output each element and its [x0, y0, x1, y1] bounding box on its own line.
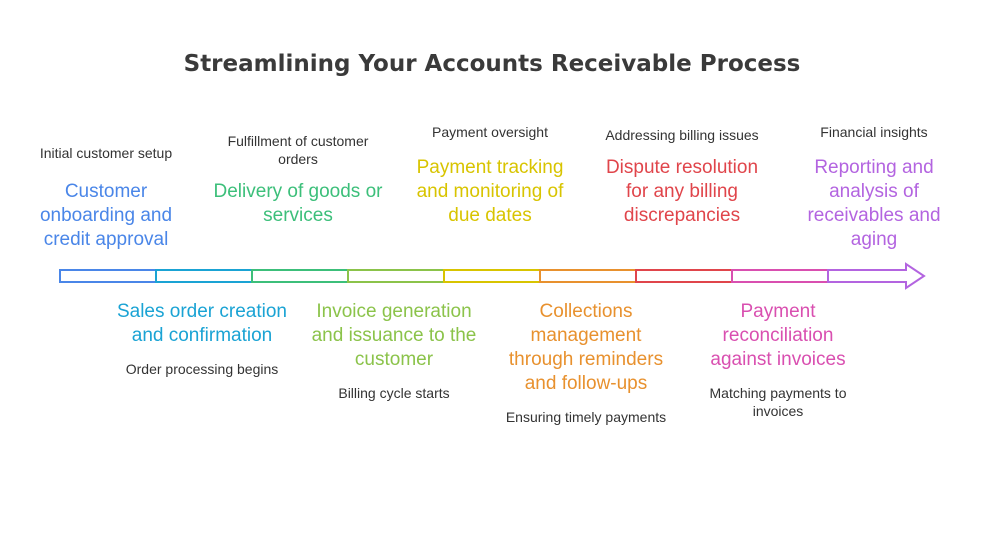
- step-5-top: Payment oversight: [402, 113, 578, 141]
- step-1-top: Initial customer setup: [18, 113, 194, 162]
- timeline-arrowhead: [827, 262, 926, 290]
- step-6-subtitle: Ensuring timely payments: [505, 409, 667, 425]
- timeline-segment-8: [731, 269, 829, 283]
- timeline-segment-3: [251, 269, 349, 283]
- step-9-title: Reporting and analysis of receivables an…: [807, 157, 941, 250]
- step-9-label: Reporting and analysis of receivables an…: [786, 156, 962, 252]
- step-7-subtitle: Addressing billing issues: [605, 127, 759, 143]
- step-3-top: Fulfillment of customer orders: [210, 113, 386, 168]
- step-3-label: Delivery of goods or services: [210, 180, 386, 228]
- step-2-title: Sales order creation and confirmation: [116, 301, 288, 346]
- step-5-title: Payment tracking and monitoring of due d…: [416, 157, 564, 226]
- step-6: Collections management through reminders…: [498, 300, 674, 426]
- step-9-subtitle: Financial insights: [820, 124, 928, 140]
- step-9-top: Financial insights: [786, 113, 962, 141]
- step-4-title: Invoice generation and issuance to the c…: [311, 301, 477, 370]
- step-7-label: Dispute resolution for any billing discr…: [594, 156, 770, 228]
- step-4: Invoice generation and issuance to the c…: [306, 300, 482, 402]
- step-3-subtitle: Fulfillment of customer orders: [227, 133, 369, 167]
- step-2: Sales order creation and confirmation Or…: [114, 300, 290, 378]
- step-7-top: Addressing billing issues: [594, 100, 770, 144]
- step-6-title: Collections management through reminders…: [508, 301, 664, 394]
- step-1-label: Customer onboarding and credit approval: [18, 180, 194, 252]
- diagram-title: Streamlining Your Accounts Receivable Pr…: [183, 51, 801, 77]
- step-8-title: Payment reconciliation against invoices: [710, 301, 846, 370]
- step-5-label: Payment tracking and monitoring of due d…: [402, 156, 578, 228]
- timeline-segment-5: [443, 269, 541, 283]
- step-2-subtitle: Order processing begins: [125, 361, 279, 377]
- step-1-subtitle: Initial customer setup: [39, 145, 173, 161]
- step-3-title: Delivery of goods or services: [213, 181, 383, 226]
- timeline-segment-4: [347, 269, 445, 283]
- timeline-segment-6: [539, 269, 637, 283]
- step-8-subtitle: Matching payments to invoices: [709, 385, 847, 419]
- timeline-segment-2: [155, 269, 253, 283]
- step-8: Payment reconciliation against invoices …: [690, 300, 866, 420]
- timeline-segment-1: [59, 269, 157, 283]
- step-4-subtitle: Billing cycle starts: [338, 385, 450, 401]
- step-7-title: Dispute resolution for any billing discr…: [605, 157, 759, 226]
- step-5-subtitle: Payment oversight: [432, 124, 548, 140]
- timeline-segment-7: [635, 269, 733, 283]
- step-1-title: Customer onboarding and credit approval: [39, 181, 173, 250]
